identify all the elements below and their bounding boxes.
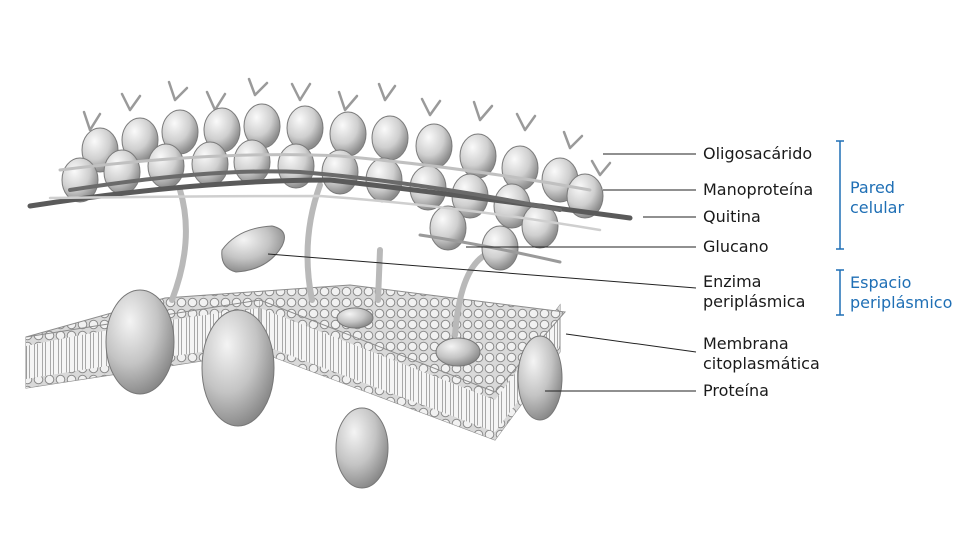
periplasmic-enzyme	[221, 225, 285, 273]
label-enzima-line2: periplásmica	[703, 292, 806, 311]
group-pared-line1: Pared	[850, 178, 895, 197]
label-enzima-line1: Enzima	[703, 272, 762, 291]
label-oligosacarido: Oligosacárido	[703, 144, 813, 163]
label-manoproteina: Manoproteína	[703, 180, 814, 199]
cytoplasmic-membrane	[25, 284, 566, 441]
group-espacio-line2: periplásmico	[850, 293, 953, 312]
label-membrana-citoplasmatica: Membrana citoplasmática	[703, 334, 820, 374]
label-membrana-line1: Membrana	[703, 334, 789, 353]
chitin-glucan-fibers	[27, 153, 633, 264]
label-proteina: Proteína	[703, 381, 769, 400]
leader-lines	[267, 153, 697, 392]
membrane-proteins	[105, 289, 563, 489]
group-pared-celular: Pared celular	[850, 178, 904, 218]
oligosaccharide-branches	[82, 77, 612, 177]
mannoproteins	[61, 103, 604, 271]
label-quitina: Quitina	[703, 207, 761, 226]
group-espacio-line1: Espacio	[850, 273, 912, 292]
label-glucano: Glucano	[703, 237, 769, 256]
pared-celular-bracket	[836, 140, 844, 250]
espacio-periplasmico-bracket	[836, 269, 844, 316]
label-enzima-periplasmica: Enzima periplásmica	[703, 272, 805, 312]
group-espacio-periplasmico: Espacio periplásmico	[850, 273, 952, 313]
label-membrana-line2: citoplasmática	[703, 354, 820, 373]
group-pared-line2: celular	[850, 198, 905, 217]
